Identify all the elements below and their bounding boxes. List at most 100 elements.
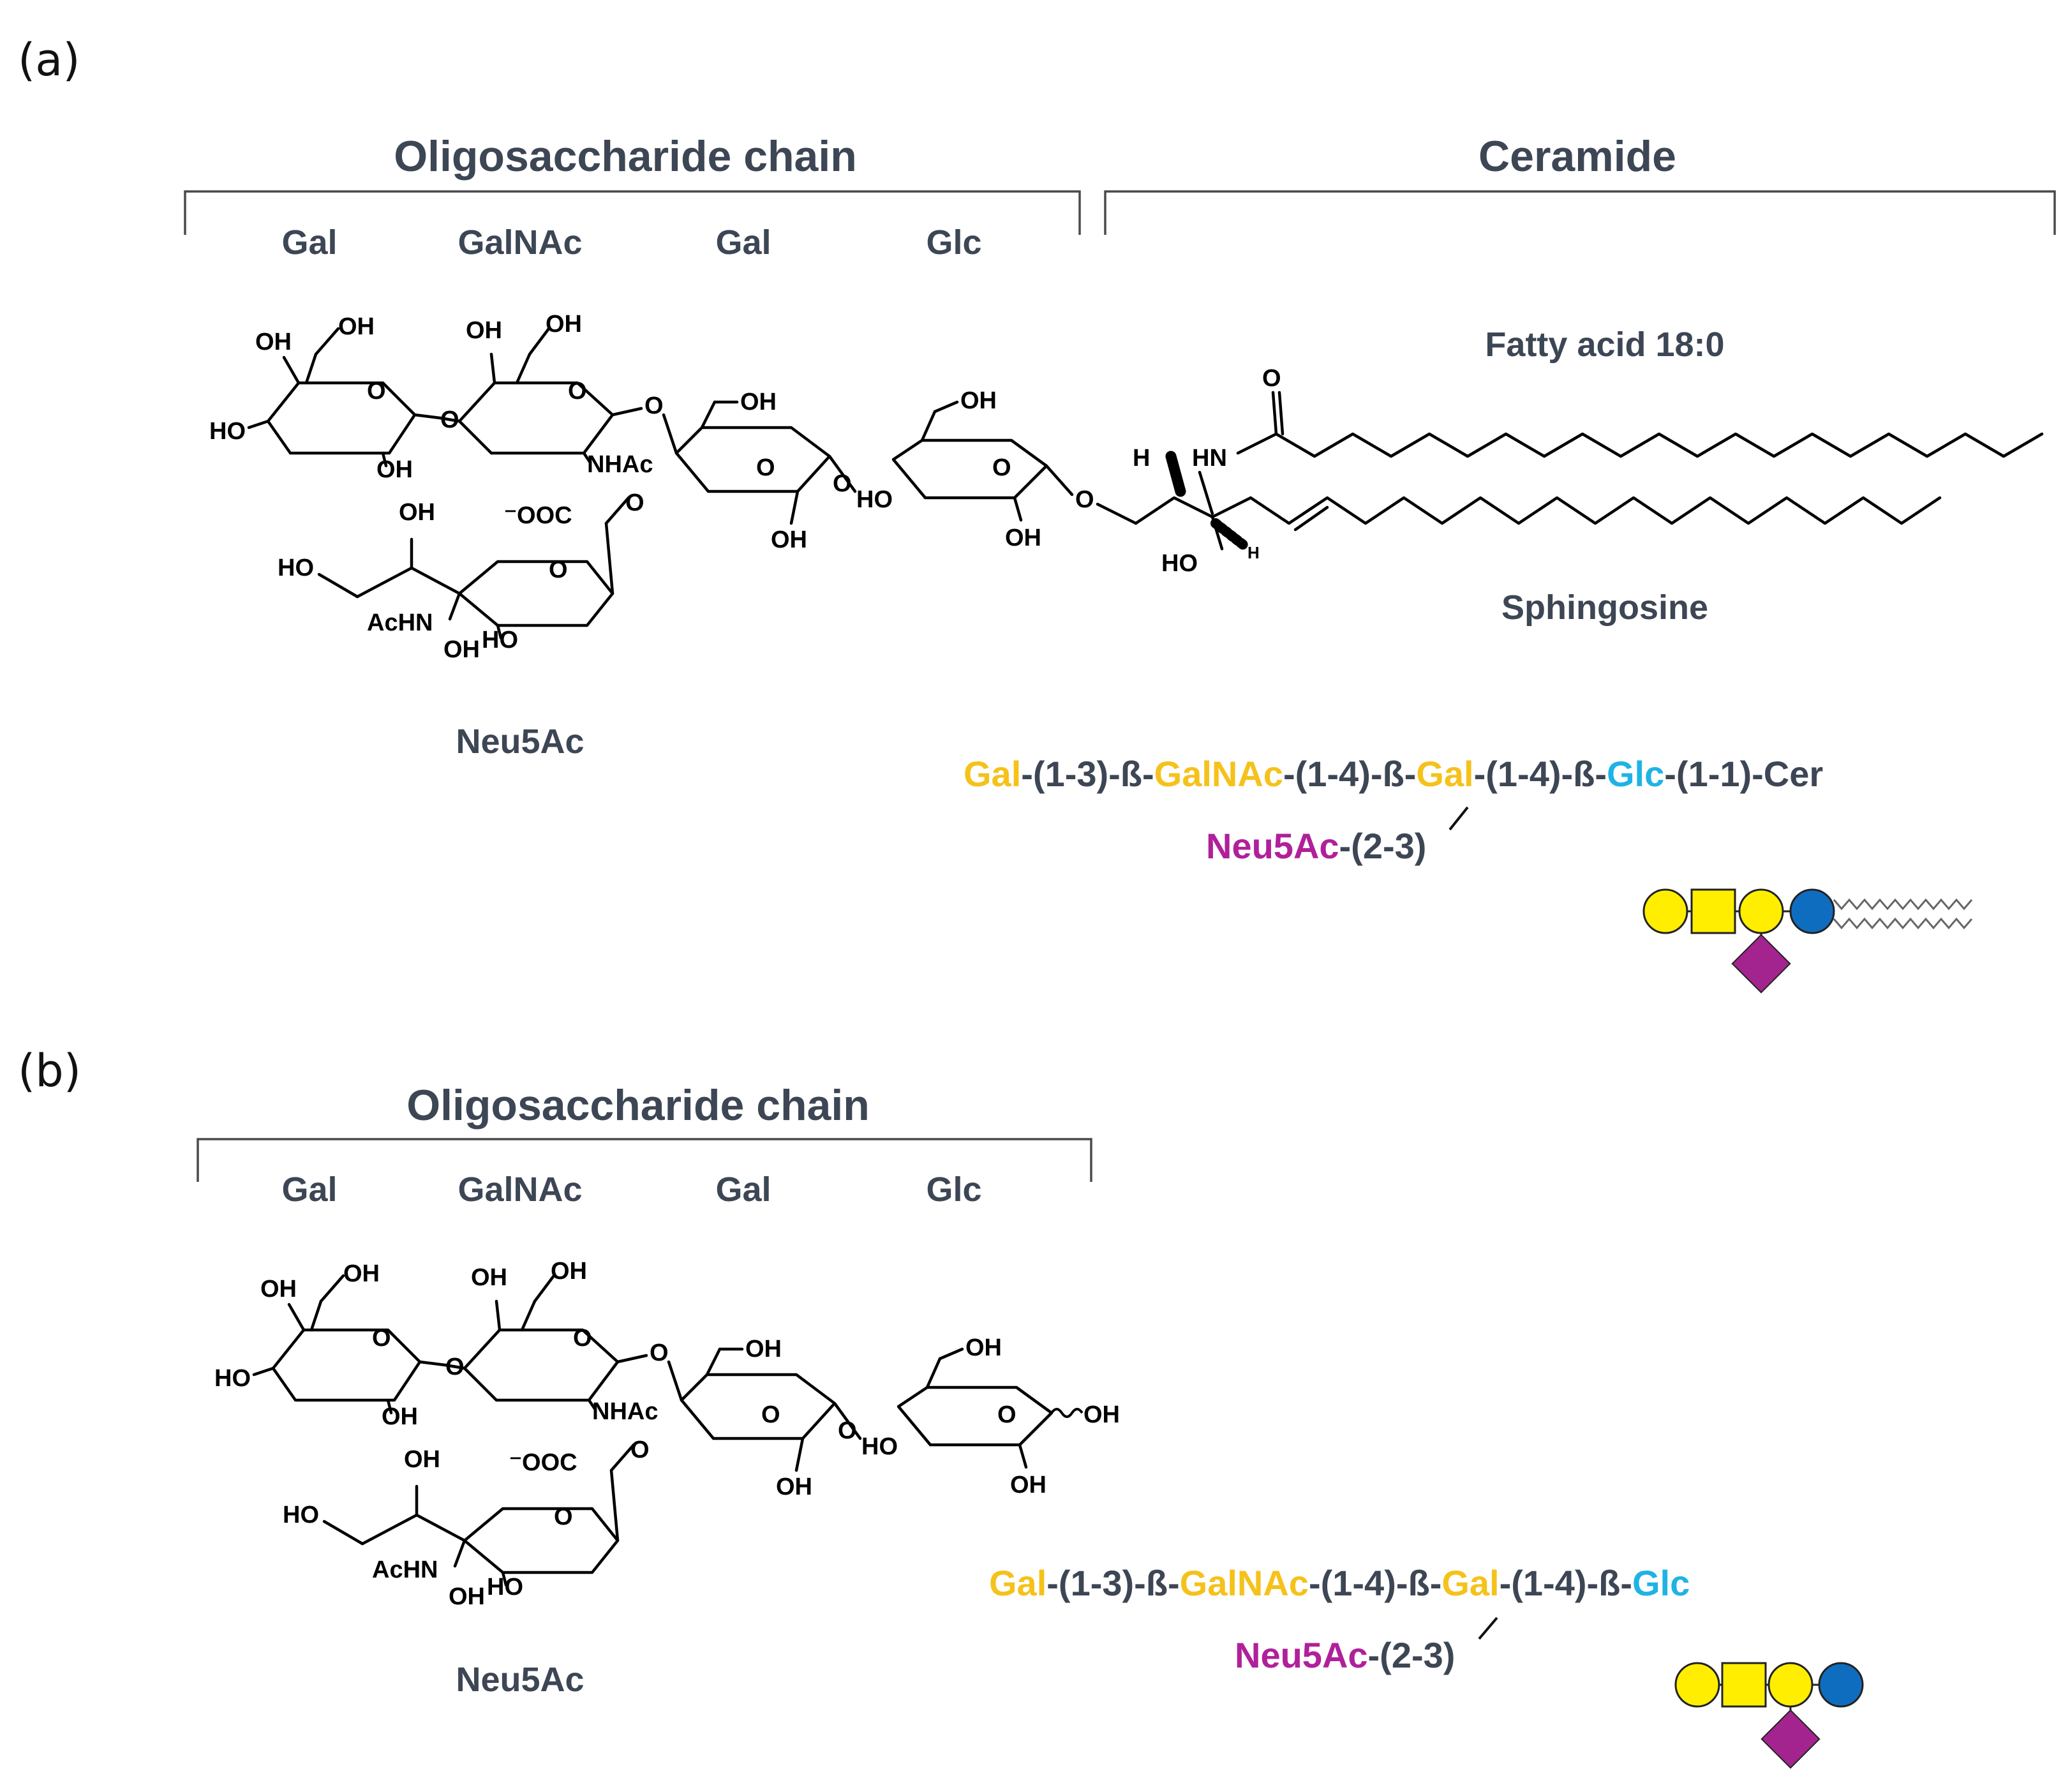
sugar-label-gal: Gal: [715, 223, 771, 262]
atom-label: OH: [771, 526, 807, 553]
atom-label: OH: [382, 1403, 418, 1430]
sugar-label-gal: Gal: [281, 1170, 337, 1209]
ceramide-header: Ceramide: [1478, 132, 1676, 181]
sphingosine-label: Sphingosine: [1501, 588, 1708, 627]
glycan-branch: Neu5Ac-(2-3): [1235, 1635, 1455, 1675]
atom-label: HO: [861, 1433, 898, 1460]
atom-label: O: [573, 1325, 592, 1352]
atom-label: OH: [546, 311, 582, 338]
seq-linkage: -(1-4)-ß-: [1309, 1563, 1441, 1603]
atom-label: OH: [471, 1264, 507, 1291]
seq-sugar: GalNAc: [1180, 1563, 1309, 1603]
galnac-square-icon: [1690, 888, 1736, 934]
seq-sugar: Glc: [1607, 754, 1664, 794]
atom-label: O: [440, 407, 459, 433]
gal-circle-icon: [1768, 1662, 1813, 1708]
atom-label: HO: [278, 555, 314, 581]
atom-label: O: [1262, 365, 1281, 392]
atom-label: O: [445, 1354, 465, 1380]
atom-label: O: [554, 1504, 573, 1530]
atom-label: O: [756, 454, 775, 481]
seq-linkage: -(1-3)-ß-: [1021, 754, 1154, 794]
atom-label: NHAc: [592, 1398, 658, 1425]
seq-linkage: -(1-1)-Cer: [1664, 754, 1823, 794]
branch-connector: [1448, 806, 1469, 831]
atom-label: HN: [1192, 445, 1227, 472]
atom-label: O: [838, 1417, 857, 1444]
sugar-label-gal: Gal: [715, 1170, 771, 1209]
atom-label: O: [630, 1437, 650, 1463]
glycan-branch: Neu5Ac-(2-3): [1206, 826, 1426, 866]
gal-circle-icon: [1642, 888, 1688, 934]
atom-label: OH: [449, 1583, 485, 1610]
sugar-label-gal: Gal: [281, 223, 337, 262]
glycan-sequence: Gal-(1-3)-ß-GalNAc-(1-4)-ß-Gal-(1-4)-ß-G…: [989, 1563, 1690, 1603]
gal-circle-icon: [1674, 1662, 1720, 1708]
seq-linkage: -(1-3)-ß-: [1046, 1563, 1179, 1603]
atom-label: OH: [399, 499, 435, 526]
sugar-label-galnac: GalNAc: [458, 1170, 582, 1209]
atom-label: OH: [551, 1258, 587, 1285]
fatty-acid-label: Fatty acid 18:0: [1485, 325, 1724, 364]
sugar-label-galnac: GalNAc: [458, 223, 582, 262]
seq-sugar: Neu5Ac: [1235, 1635, 1368, 1675]
panel-a: (a) Oligosaccharide chain Ceramide Gal G…: [18, 34, 2056, 994]
wavy-bond: [1050, 1408, 1083, 1418]
panel-b-label: (b): [18, 1045, 81, 1097]
neu5ac-diamond-icon: [1761, 1709, 1821, 1769]
atom-label: O: [761, 1401, 780, 1428]
atom-label: HO: [1161, 550, 1198, 577]
glc-circle-icon: [1818, 1662, 1864, 1708]
atom-label: ⁻OOC: [504, 502, 572, 529]
glycan-sequence: Gal-(1-3)-ß-GalNAc-(1-4)-ß-Gal-(1-4)-ß-G…: [964, 754, 1823, 794]
atom-label: HO: [283, 1502, 319, 1528]
atom-label: OH: [1083, 1401, 1120, 1428]
atom-label: O: [997, 1401, 1016, 1428]
atom-label: HO: [209, 418, 246, 445]
seq-linkage: -(1-4)-ß-: [1500, 1563, 1632, 1603]
neu5ac-diamond-icon: [1731, 934, 1791, 994]
glc-circle-icon: [1789, 888, 1835, 934]
atom-label: O: [549, 556, 568, 583]
gm1-oligosaccharide-structure: OH OH HO O OH O OH OH O O NHAc OH O OH O…: [214, 1258, 1120, 1610]
panel-a-label: (a): [18, 34, 80, 86]
atom-label: H: [1247, 543, 1260, 562]
atom-label: OH: [255, 329, 292, 355]
atom-label: O: [992, 454, 1011, 481]
ceramide-bracket: [1104, 190, 2056, 235]
atom-label: OH: [776, 1474, 812, 1500]
atom-label: HO: [482, 627, 518, 653]
atom-label: OH: [260, 1276, 297, 1303]
atom-label: OH: [338, 313, 375, 340]
seq-sugar: Gal: [964, 754, 1021, 794]
ceramide-zigzag-icon: [1833, 898, 1973, 930]
atom-label: AcHN: [367, 609, 433, 636]
atom-label: HO: [214, 1365, 251, 1392]
atom-label: OH: [965, 1334, 1002, 1361]
atom-label: OH: [376, 456, 413, 483]
snfg-symbols: [1642, 888, 1973, 994]
oligosaccharide-header: Oligosaccharide chain: [394, 132, 857, 181]
ceramide-structure: H HN O HO H: [1133, 365, 2044, 577]
atom-label: OH: [1010, 1472, 1046, 1498]
seq-sugar: Neu5Ac: [1206, 826, 1339, 866]
atom-label: O: [625, 489, 644, 516]
oligosaccharide-bracket: [184, 190, 1081, 235]
atom-label: H: [1133, 445, 1150, 472]
seq-sugar: Gal: [1416, 754, 1473, 794]
atom-label: O: [644, 392, 664, 419]
atom-label: OH: [443, 636, 480, 663]
seq-linkage: -(2-3): [1339, 826, 1427, 866]
oligosaccharide-header: Oligosaccharide chain: [406, 1081, 870, 1130]
atom-label: O: [568, 378, 587, 405]
gm1-oligosaccharide-structure: OH OH HO O OH O OH OH O O NHAc OH O OH O…: [209, 311, 1138, 663]
snfg-symbols: [1674, 1662, 1864, 1769]
neu5ac-label: Neu5Ac: [456, 1661, 584, 1699]
galnac-square-icon: [1721, 1662, 1767, 1708]
seq-linkage: -(1-4)-ß-: [1474, 754, 1607, 794]
atom-label: HO: [856, 486, 893, 513]
seq-sugar: Gal: [1441, 1563, 1499, 1603]
oligosaccharide-bracket: [197, 1138, 1092, 1182]
seq-sugar: GalNAc: [1154, 754, 1283, 794]
